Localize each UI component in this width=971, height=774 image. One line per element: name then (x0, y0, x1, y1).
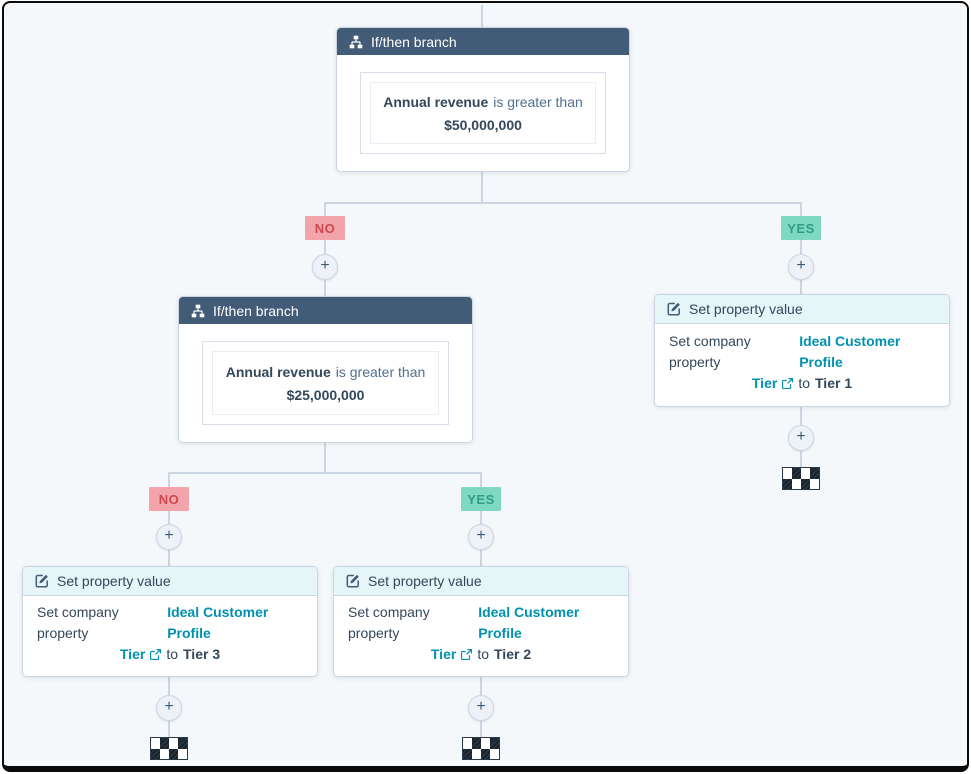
external-link-icon[interactable] (461, 649, 473, 660)
connector-line (168, 721, 170, 737)
branch-label-yes: YES (461, 487, 501, 511)
connector-line (168, 677, 170, 695)
condition-value: $50,000,000 (444, 116, 522, 133)
connector-line (480, 474, 482, 487)
action-text: to (477, 646, 489, 662)
connector-line (480, 721, 482, 737)
card-body: Annual revenue is greater than $50,000,0… (337, 55, 629, 171)
connector-line (480, 550, 482, 566)
card-title: If/then branch (213, 302, 299, 319)
property-link[interactable]: Ideal Customer Profile (478, 604, 580, 641)
branch-icon (349, 35, 363, 48)
end-flag-icon (462, 737, 500, 760)
card-body: Annual revenue is greater than $25,000,0… (179, 324, 472, 442)
property-value: Tier 2 (494, 646, 532, 662)
set-property-card-tier2[interactable]: Set property value Set company property … (333, 566, 629, 677)
property-value: Tier 3 (183, 646, 221, 662)
card-title: If/then branch (371, 33, 457, 50)
connector-line (324, 202, 802, 204)
condition-operator: is greater than (335, 363, 426, 380)
property-link[interactable]: Ideal Customer Profile (799, 333, 901, 370)
connector-line (168, 472, 482, 474)
property-link[interactable]: Tier (119, 646, 146, 662)
card-header: Set property value (334, 567, 628, 596)
branch-label-yes: YES (781, 216, 821, 240)
property-value: Tier 1 (815, 375, 853, 391)
condition-box: Annual revenue is greater than $25,000,0… (202, 341, 449, 425)
end-flag-icon (782, 467, 820, 490)
add-action-button[interactable]: + (156, 695, 182, 721)
branch-label-no: NO (149, 487, 189, 511)
external-link-icon[interactable] (150, 649, 162, 660)
connector-line (480, 511, 482, 524)
connector-line (168, 511, 170, 524)
action-text: to (798, 375, 810, 391)
card-title: Set property value (57, 573, 171, 589)
card-header: If/then branch (179, 297, 472, 324)
add-action-button[interactable]: + (468, 695, 494, 721)
set-property-card-tier1[interactable]: Set property value Set company property … (654, 294, 950, 407)
condition-box: Annual revenue is greater than $50,000,0… (360, 72, 606, 154)
add-action-button[interactable]: + (468, 524, 494, 550)
branch-label-no: NO (305, 216, 345, 240)
edit-icon (35, 574, 48, 588)
card-header: Set property value (23, 567, 317, 596)
connector-line (324, 240, 326, 254)
action-text: Set company property (669, 333, 751, 370)
connector-line (168, 550, 170, 566)
connector-line (800, 280, 802, 294)
condition-property: Annual revenue (225, 363, 331, 380)
set-property-card-tier3[interactable]: Set property value Set company property … (22, 566, 318, 677)
property-link[interactable]: Tier (430, 646, 457, 662)
action-text: Set company property (37, 604, 119, 641)
connector-line (800, 240, 802, 254)
condition-value: $25,000,000 (286, 386, 365, 403)
connector-line (800, 204, 802, 216)
condition-property: Annual revenue (383, 93, 489, 110)
add-action-button[interactable]: + (156, 524, 182, 550)
connector-line (481, 172, 483, 202)
connector-line (324, 280, 326, 296)
action-text: Set company property (348, 604, 430, 641)
edit-icon (667, 302, 680, 316)
card-header: If/then branch (337, 28, 629, 55)
connector-line (800, 451, 802, 467)
connector-line (481, 5, 483, 27)
external-link-icon[interactable] (782, 378, 794, 389)
card-body: Set company property Ideal Customer Prof… (655, 324, 949, 405)
card-header: Set property value (655, 295, 949, 324)
add-action-button[interactable]: + (788, 425, 814, 451)
branch-icon (191, 304, 205, 317)
connector-line (324, 204, 326, 216)
connector-line (480, 677, 482, 695)
end-flag-icon (150, 737, 188, 760)
connector-line (800, 407, 802, 425)
card-body: Set company property Ideal Customer Prof… (334, 596, 628, 675)
edit-icon (346, 574, 359, 588)
add-action-button[interactable]: + (312, 254, 338, 280)
add-action-button[interactable]: + (788, 254, 814, 280)
action-text: to (166, 646, 178, 662)
connector-line (168, 474, 170, 487)
ifthen-branch-card-50m[interactable]: If/then branch Annual revenue is greater… (336, 27, 630, 172)
connector-line (324, 443, 326, 472)
card-title: Set property value (368, 573, 482, 589)
card-title: Set property value (689, 301, 803, 317)
card-body: Set company property Ideal Customer Prof… (23, 596, 317, 675)
ifthen-branch-card-25m[interactable]: If/then branch Annual revenue is greater… (178, 296, 473, 443)
property-link[interactable]: Ideal Customer Profile (167, 604, 269, 641)
property-link[interactable]: Tier (751, 375, 778, 391)
condition-operator: is greater than (493, 93, 583, 110)
